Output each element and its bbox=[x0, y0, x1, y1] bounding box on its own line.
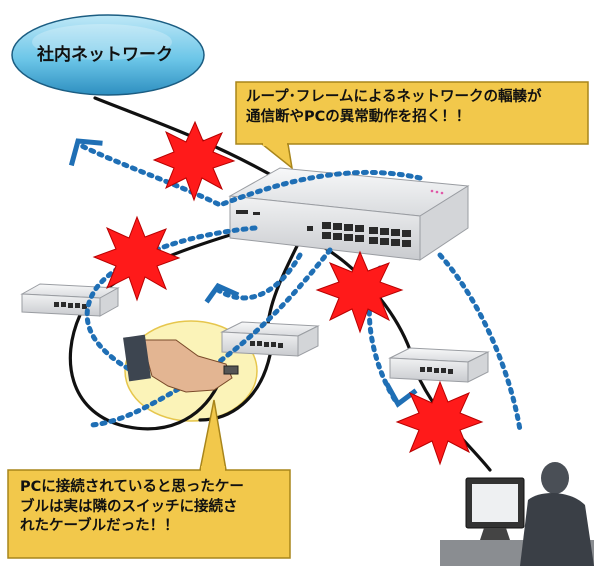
top-callout-text: ループ･フレームによるネットワークの輻輳が 通信断やPCの異常動作を招く！！ bbox=[246, 88, 582, 127]
bottom-callout-line-3: れたケーブルだった！！ bbox=[20, 518, 179, 535]
network-cloud-icon bbox=[11, 14, 205, 96]
network-cloud-label: 社内ネットワーク bbox=[37, 45, 173, 65]
explosion-icon bbox=[92, 215, 181, 302]
explosion-icon bbox=[315, 250, 404, 334]
hub-switch-icon bbox=[220, 321, 320, 357]
explosion-icon bbox=[152, 120, 236, 202]
bottom-callout-line-2: ブルは実は隣のスイッチに接続さ bbox=[20, 498, 238, 515]
bottom-callout-line-1: PCに接続されていると思ったケー bbox=[20, 479, 244, 495]
top-callout bbox=[235, 81, 589, 170]
pc-user-icon bbox=[440, 462, 594, 566]
bottom-callout bbox=[7, 399, 291, 559]
loop-arrowheads bbox=[68, 138, 418, 408]
core-switch-icon bbox=[228, 167, 470, 261]
hub-switch-icon bbox=[20, 283, 120, 317]
top-callout-line-1: ループ･フレームによるネットワークの輻輳が bbox=[246, 89, 542, 105]
bottom-callout-text: PCに接続されていると思ったケー ブルは実は隣のスイッチに接続さ れたケーブルだ… bbox=[20, 478, 286, 537]
hand-holding-cable-icon bbox=[123, 334, 239, 393]
hub-switch-icon bbox=[388, 347, 490, 383]
explosion-icon bbox=[395, 380, 484, 466]
top-callout-line-2: 通信断やPCの異常動作を招く！！ bbox=[246, 108, 471, 125]
